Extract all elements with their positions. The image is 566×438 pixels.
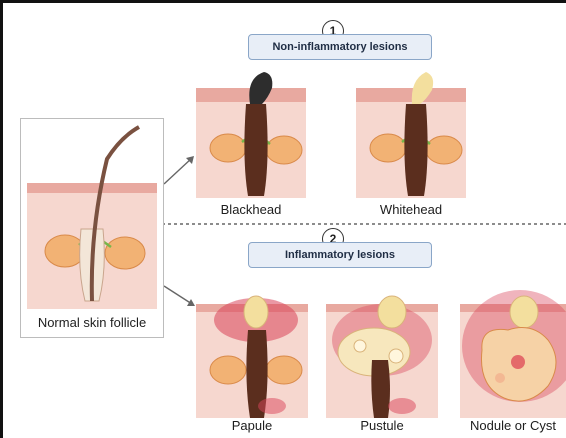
whitehead-illustration [356,70,466,198]
nodule-cyst-illustration [460,290,566,418]
normal-follicle-label: Normal skin follicle [21,315,163,330]
blackhead-illustration [196,70,306,198]
non-inflammatory-lesions-box: Non-inflammatory lesions [248,34,432,60]
arrow-to-inflammatory [160,282,200,312]
normal-follicle-illustration [21,119,163,309]
inflammatory-lesions-box: Inflammatory lesions [248,242,432,268]
frame-top [0,0,566,3]
arrow-to-non-inflammatory [160,150,200,190]
nodule-or-cyst-label: Nodule or Cyst [460,418,566,433]
pustule-illustration [326,290,438,418]
papule-label: Papule [196,418,308,433]
pustule-label: Pustule [326,418,438,433]
frame-left [0,0,3,438]
whitehead-label: Whitehead [356,202,466,217]
blackhead-label: Blackhead [196,202,306,217]
papule-illustration [196,290,308,418]
normal-follicle-card: Normal skin follicle [20,118,164,338]
dashed-separator [162,222,566,226]
